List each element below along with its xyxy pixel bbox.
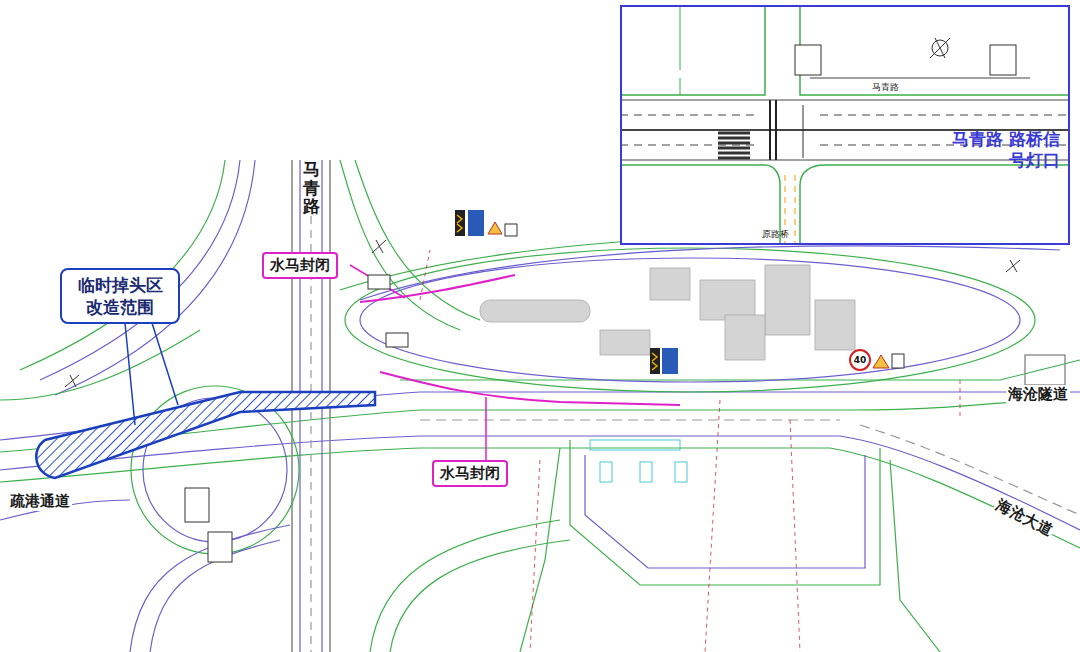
map-rect [208,532,232,562]
map-rect [505,224,517,236]
compass [65,240,1020,387]
map-path [890,460,940,652]
map-path [620,5,1068,95]
leader-line [485,397,487,460]
map-path [530,400,800,652]
map-rect [1025,355,1065,385]
leader-line [350,265,405,298]
map-rect [650,348,660,374]
bottom-platforms [590,440,687,482]
map-path [803,105,804,158]
map-path [420,250,960,420]
speed-limit: 40 [851,354,869,366]
map-ellipse [345,248,1035,392]
map-path [0,330,200,400]
inset-drawing [620,5,1068,243]
map-rect [368,275,390,289]
map-circle [850,350,870,370]
map-circle [932,40,948,56]
map-rect [455,210,465,236]
callout-box: 水马封闭 [432,460,508,487]
callout-text: 临时掉头区 改造范围 [70,274,170,318]
map-path [585,455,865,568]
map-path [488,222,502,234]
map-path [652,353,657,370]
map-rect [185,488,209,522]
map-rect [600,462,612,482]
map-path [370,520,570,652]
barrier-line [360,275,515,302]
map-rect [725,315,765,360]
map-path [372,240,386,253]
map-rect [650,268,690,300]
inset-frame: 马青路原路桥 马青路 路桥信号灯口 [620,5,1070,245]
map-rect [600,330,650,355]
buildings [480,265,855,360]
map-path [873,355,889,368]
map-path [420,419,840,420]
map-rect [892,354,904,368]
road-signs [185,210,904,562]
map-rect [815,300,855,350]
map-path [810,78,1030,79]
map-rect [662,348,678,374]
map-rect [990,45,1016,75]
map-path [570,440,880,585]
road-name: 疏港通道 [8,492,72,511]
map-path [520,448,560,652]
map-path [20,160,225,370]
map-g [718,105,803,158]
map-ellipse [360,258,1020,382]
map-rect [620,5,1068,243]
map-path [400,360,1080,380]
callout-box: 临时掉头区 改造范围 [60,268,180,324]
road-name: 海沧隧道 [1006,385,1070,404]
map-path [457,215,462,232]
map-rect [700,280,755,320]
map-path [340,160,480,330]
map-path [0,436,1080,530]
road-name: 马青路 [872,81,899,94]
map-rect [480,300,590,322]
road-name: 海沧大道 [991,495,1057,541]
map-rect [468,210,484,236]
callout-text: 水马封闭 [270,256,330,275]
road-name: 马青路 [303,160,320,216]
map-path [1006,260,1020,272]
callout-box: 水马封闭 [262,252,338,279]
uturn-zone [36,392,375,478]
map-rect [675,462,687,482]
map-rect [765,265,810,335]
map-path [680,5,681,95]
map-rect [640,462,652,482]
inset-title: 马青路 路桥信号灯口 [938,129,1060,172]
map-path [718,133,750,158]
map-path [770,100,776,160]
leader-line [125,323,178,425]
map-rect [795,45,821,75]
barrier-line [380,372,680,405]
callout-text: 水马封闭 [440,464,500,483]
map-path [930,38,950,58]
map-rect [386,333,408,347]
map-rect [590,440,680,450]
map-path [65,375,79,387]
map-g [620,5,1068,243]
map-path [620,165,1068,243]
map-path [130,525,290,652]
road-name: 原路桥 [762,228,789,241]
